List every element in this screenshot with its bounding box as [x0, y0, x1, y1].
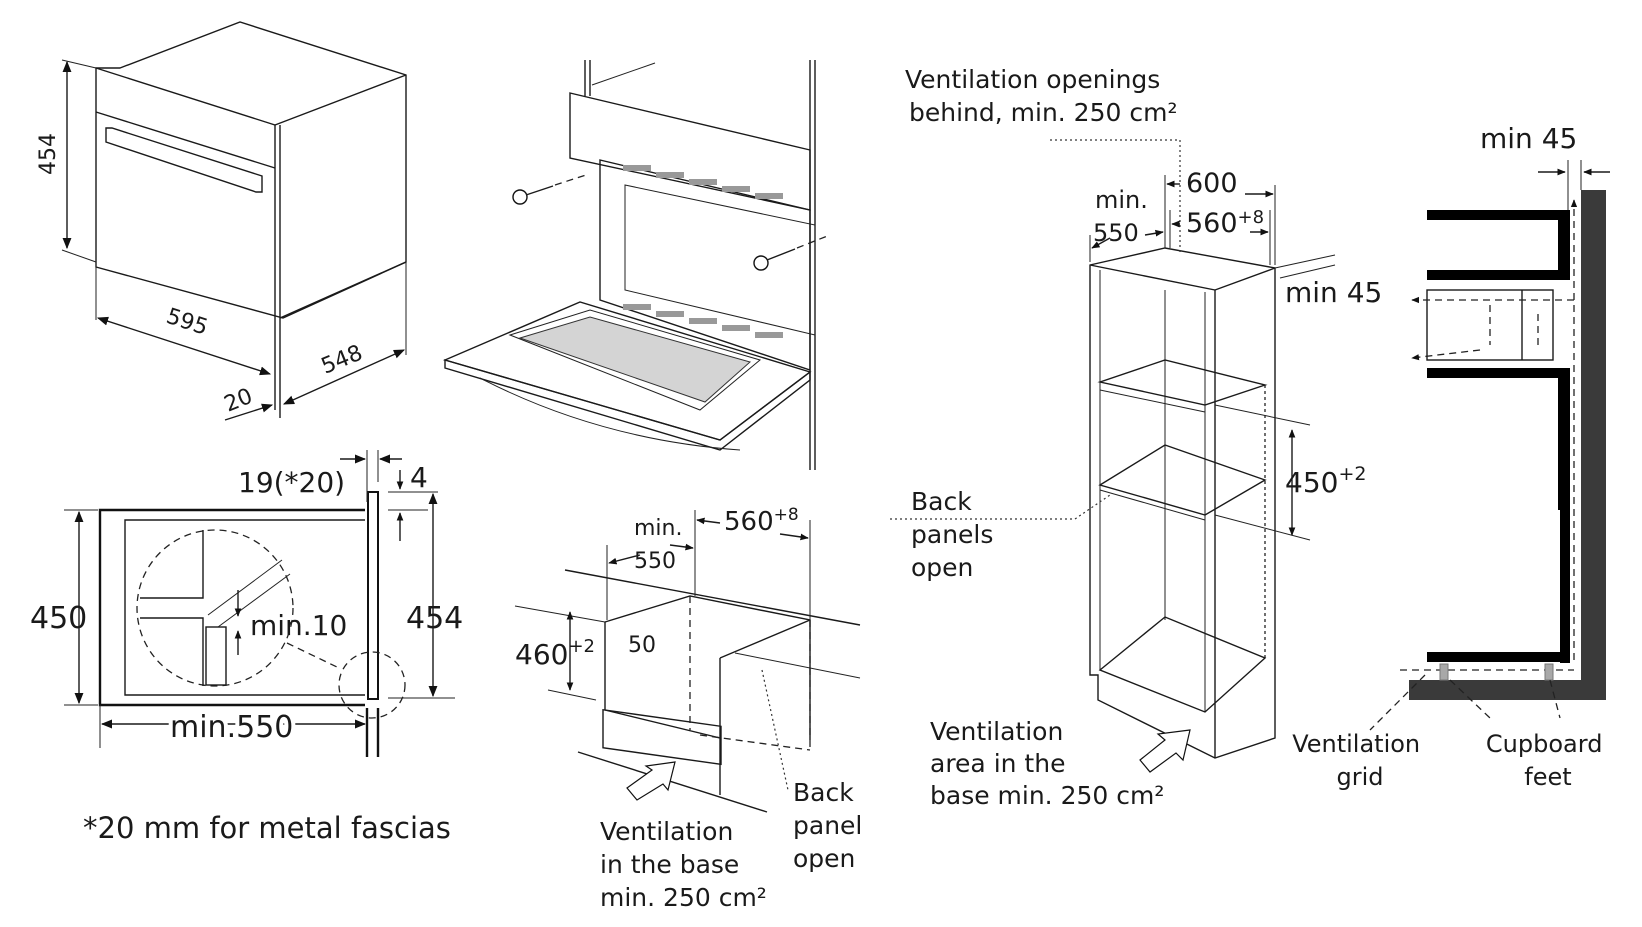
tc-rear-gap-label: min 45	[1285, 276, 1382, 309]
oven-width-label: 595	[163, 304, 211, 341]
oven-depth-label: 548	[318, 341, 366, 380]
under-counter-view: min. 550 560+8 460+2 50 Ventilation in t…	[514, 505, 870, 912]
fascia-gap-label: 19(*20)	[238, 466, 345, 499]
uc-offset-label: 50	[628, 633, 656, 658]
installation-view	[442, 60, 831, 470]
tall-cabinet-view: Ventilation openings behind, min. 250 cm…	[890, 65, 1382, 810]
cupboard-foot-icon	[1439, 663, 1449, 681]
niche-height-label: 450	[30, 601, 87, 636]
vent-slots	[623, 165, 783, 338]
airflow-rear-gap-label: min 45	[1480, 122, 1577, 155]
screw-icon	[753, 234, 831, 271]
airflow-section: min 45 Ventilation grid Cupboard feet	[1292, 122, 1610, 791]
tc-inner-width-label: 560+8	[1186, 207, 1264, 239]
niche-depth-label: min.550	[170, 710, 293, 745]
uc-ventilation-label: Ventilation in the base min. 250 cm²	[600, 817, 767, 912]
uc-back-panel-label: Back panel open	[793, 778, 870, 873]
footnote: *20 mm for metal fascias	[83, 811, 451, 845]
cupboard-foot-icon	[1544, 663, 1554, 681]
oven-height-label: 454	[36, 133, 61, 175]
top-vent-label: Ventilation openings behind, min. 250 cm…	[905, 65, 1177, 127]
ventilation-grid-label: Ventilation grid	[1292, 730, 1428, 791]
uc-width-label: 560+8	[724, 505, 799, 537]
tc-depth-label: 550	[1093, 219, 1139, 247]
uc-height-label: 460+2	[515, 636, 595, 671]
screw-icon	[512, 174, 587, 205]
front-height-label: 454	[406, 601, 463, 636]
uc-min-label: min.	[634, 516, 682, 541]
back-panels-label: Back panels open	[911, 487, 1001, 582]
section-view: 450 454 min.10 min.550 19(*20) 4 *20 mm …	[30, 450, 463, 845]
clearance-label: min.10	[250, 609, 347, 642]
base-vent-label: Ventilation area in the base min. 250 cm…	[930, 717, 1164, 810]
tc-niche-height-label: 450+2	[1285, 463, 1366, 499]
tc-min-label: min.	[1095, 186, 1148, 214]
cupboard-feet-label: Cupboard feet	[1486, 730, 1610, 791]
uc-depth-label: 550	[634, 549, 676, 574]
oven-3d-view: 454 595 548 20	[36, 21, 407, 421]
fascia-depth-label: 20	[221, 384, 256, 418]
top-offset-label: 4	[410, 461, 428, 494]
tc-outer-width-label: 600	[1186, 168, 1238, 199]
